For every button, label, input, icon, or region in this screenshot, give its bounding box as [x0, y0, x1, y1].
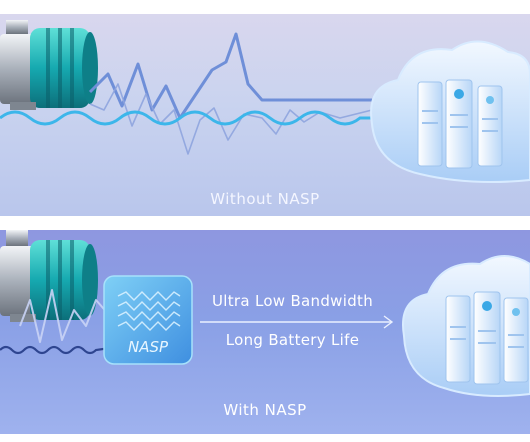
- pump-icon: [0, 20, 98, 110]
- with-nasp-illustration: NASP: [0, 230, 530, 397]
- panel-without-nasp: Without NASP: [0, 14, 530, 216]
- nasp-chip-label: NASP: [128, 338, 169, 356]
- raw-signal-dark-wave: [0, 345, 111, 355]
- feature-long-battery-life: Long Battery Life: [225, 331, 360, 349]
- without-nasp-illustration: [0, 20, 530, 183]
- raw-signal-dark-wave: [88, 32, 372, 120]
- caption-without-nasp: Without NASP: [210, 190, 320, 208]
- raw-signal-mid-wave: [89, 83, 373, 155]
- cloud-server-icon: [402, 255, 530, 397]
- raw-signal-light-wave: [19, 289, 111, 343]
- caption-with-nasp: With NASP: [223, 401, 307, 419]
- pump-icon: [0, 230, 98, 322]
- panel-with-nasp: NASP Ultra Low Bandwidth Long Battery Li…: [0, 230, 530, 434]
- nasp-chip-icon: NASP: [103, 275, 193, 365]
- arrow-right-icon: [200, 315, 394, 329]
- cloud-server-icon: [370, 40, 530, 183]
- feature-ultra-low-bandwidth: Ultra Low Bandwidth: [211, 292, 374, 310]
- raw-signal-light-wave: [0, 110, 380, 126]
